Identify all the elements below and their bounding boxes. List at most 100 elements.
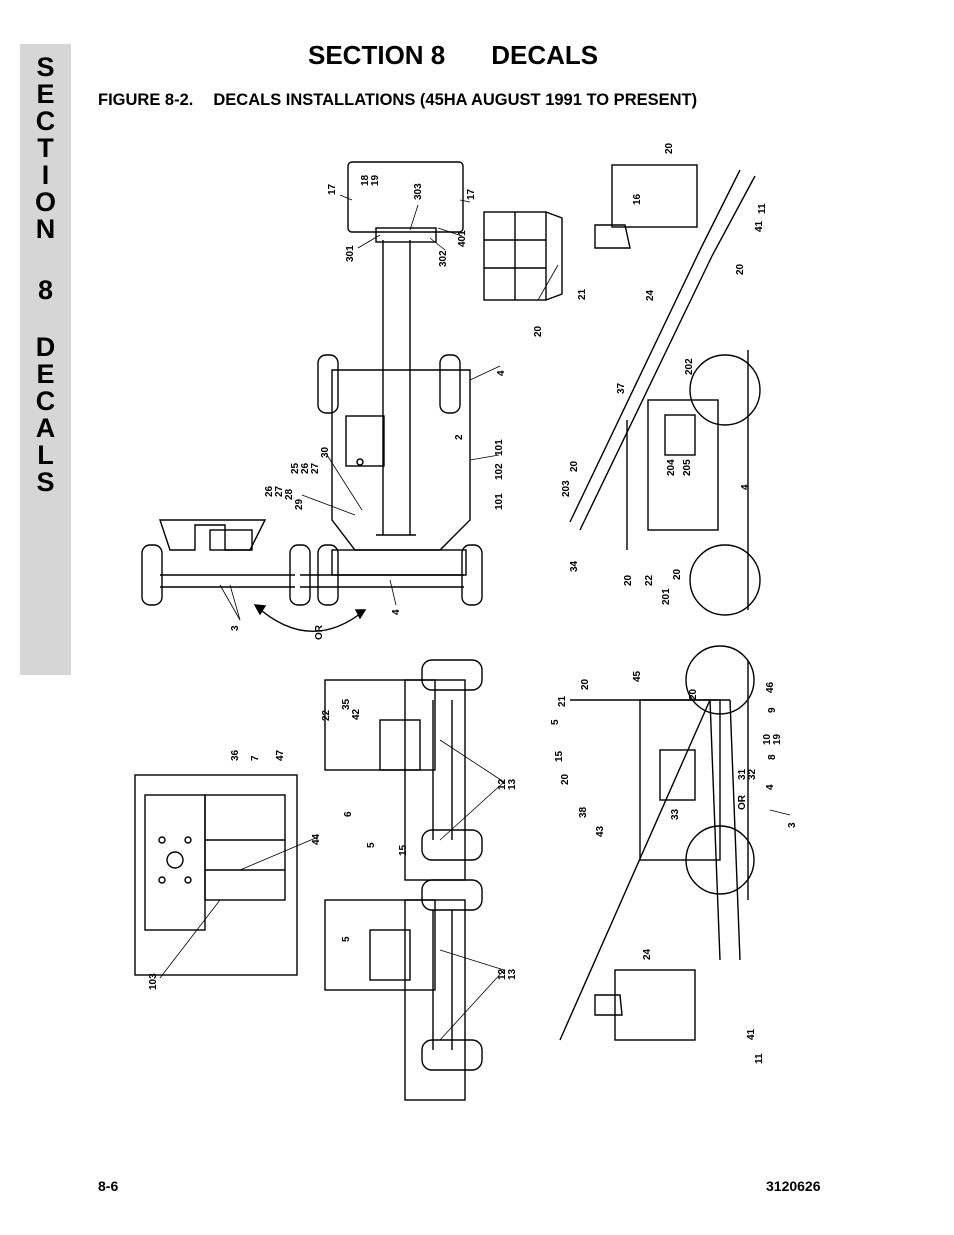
callout-label: 202 bbox=[684, 358, 695, 375]
callout-labels: 17 18 19 303 17 301 302 401 20 16 11 41 … bbox=[148, 142, 798, 1064]
callout-label: 26 bbox=[300, 462, 311, 474]
side-tab-letter: E bbox=[36, 79, 55, 109]
section-name: DECALS bbox=[491, 40, 599, 70]
side-view-upper bbox=[569, 164, 761, 616]
callout-label: 20 bbox=[580, 678, 591, 690]
callout-label: 21 bbox=[577, 288, 588, 300]
callout-label: 22 bbox=[644, 574, 655, 586]
callout-label: 11 bbox=[754, 1053, 765, 1064]
callout-label: 204 bbox=[666, 459, 677, 476]
figure-number: FIGURE 8-2. bbox=[98, 91, 194, 109]
callout-label: 10 bbox=[762, 733, 773, 745]
callout-label: 5 bbox=[550, 719, 561, 725]
side-view-lower bbox=[559, 645, 755, 1041]
section-side-tab: S E C T I O N 8 D E C A L S bbox=[20, 44, 71, 675]
document-number: 3120626 bbox=[766, 1178, 821, 1194]
callout-label: 5 bbox=[366, 842, 377, 848]
callout-label: 9 bbox=[767, 707, 778, 713]
side-tab-letter: N bbox=[35, 214, 56, 244]
side-tab-letter: 8 bbox=[37, 275, 54, 305]
callout-label: 20 bbox=[735, 263, 746, 275]
side-tab-letter: T bbox=[37, 133, 54, 163]
callout-label: 8 bbox=[767, 754, 778, 760]
callout-label: 20 bbox=[688, 688, 699, 700]
callout-label: 6 bbox=[343, 811, 354, 817]
callout-label: 47 bbox=[275, 749, 286, 761]
callout-label: 41 bbox=[754, 220, 765, 232]
callout-label: 34 bbox=[569, 560, 580, 572]
callout-label: 33 bbox=[670, 808, 681, 820]
callout-label: OR bbox=[314, 624, 325, 640]
callout-label: OR bbox=[737, 794, 748, 810]
callout-label: 4 bbox=[765, 784, 776, 790]
callout-label: 102 bbox=[494, 463, 505, 480]
callout-label: 37 bbox=[616, 382, 627, 394]
side-tab-letter: S bbox=[36, 52, 55, 82]
callout-label: 205 bbox=[682, 459, 693, 476]
side-tab-letter: A bbox=[35, 413, 56, 443]
top-view-machine bbox=[141, 161, 563, 632]
callout-label: 27 bbox=[274, 485, 285, 497]
side-tab-letter: D bbox=[35, 332, 56, 362]
callout-label: 44 bbox=[311, 833, 322, 845]
callout-label: 11 bbox=[757, 203, 768, 214]
callout-label: 38 bbox=[578, 806, 589, 818]
callout-label: 201 bbox=[661, 588, 672, 605]
callout-label: 41 bbox=[746, 1028, 757, 1040]
callout-label: 45 bbox=[632, 670, 643, 682]
side-tab-letter: L bbox=[37, 440, 54, 470]
callout-label: 20 bbox=[664, 142, 675, 154]
section-heading: SECTION 8 DECALS bbox=[308, 40, 598, 71]
callout-label: 103 bbox=[148, 973, 159, 990]
callout-label: 20 bbox=[623, 574, 634, 586]
callout-label: 24 bbox=[642, 948, 653, 960]
callout-label: 28 bbox=[284, 488, 295, 500]
callout-label: 101 bbox=[494, 439, 505, 456]
callout-label: 29 bbox=[294, 498, 305, 510]
callout-label: 20 bbox=[533, 325, 544, 337]
callout-label: 32 bbox=[747, 768, 758, 780]
callout-label: 13 bbox=[507, 968, 518, 980]
callout-label: 3 bbox=[787, 822, 798, 828]
callout-label: 4 bbox=[740, 484, 751, 490]
callout-label: 302 bbox=[438, 250, 449, 267]
callout-label: 25 bbox=[290, 462, 301, 474]
figure-caption: DECALS INSTALLATIONS (45HA AUGUST 1991 T… bbox=[213, 91, 698, 109]
callout-label: 301 bbox=[345, 245, 356, 262]
side-tab-letter: E bbox=[36, 359, 55, 389]
callout-label: 2 bbox=[454, 434, 465, 440]
side-tab-letter: I bbox=[41, 160, 50, 190]
callout-label: 4 bbox=[391, 609, 402, 615]
callout-label: 16 bbox=[632, 193, 643, 205]
callout-label: 401 bbox=[457, 230, 468, 247]
callout-label: 31 bbox=[737, 768, 748, 780]
callout-label: 24 bbox=[645, 289, 656, 301]
callout-label: 17 bbox=[466, 188, 477, 200]
callout-label: 19 bbox=[772, 733, 783, 745]
callout-label: 42 bbox=[351, 708, 362, 720]
callout-label: 20 bbox=[560, 773, 571, 785]
callout-label: 203 bbox=[561, 480, 572, 497]
figure-title: FIGURE 8-2. DECALS INSTALLATIONS (45HA AU… bbox=[98, 91, 697, 110]
callout-label: 20 bbox=[569, 460, 580, 472]
callout-label: 18 bbox=[360, 174, 371, 186]
side-tab-letter: C bbox=[35, 386, 56, 416]
callout-label: 17 bbox=[327, 183, 338, 195]
callout-label: 5 bbox=[341, 936, 352, 942]
callout-label: 27 bbox=[310, 462, 321, 474]
side-tab-letter: C bbox=[35, 106, 56, 136]
callout-label: 101 bbox=[494, 493, 505, 510]
callout-label: 22 bbox=[321, 709, 332, 721]
side-tab-letter: S bbox=[36, 467, 55, 497]
callout-label: 3 bbox=[230, 625, 241, 631]
callout-label: 46 bbox=[765, 681, 776, 693]
callout-label: 13 bbox=[507, 778, 518, 790]
callout-label: 35 bbox=[341, 698, 352, 710]
leader-lines bbox=[159, 194, 791, 1041]
decal-installation-drawing: 17 18 19 303 17 301 302 401 20 16 11 41 … bbox=[134, 142, 798, 1101]
rear-views bbox=[324, 659, 483, 1101]
callout-label: 19 bbox=[370, 174, 381, 186]
section-number: SECTION 8 bbox=[308, 40, 446, 70]
callout-label: 303 bbox=[413, 183, 424, 200]
callout-label: 15 bbox=[554, 750, 565, 762]
